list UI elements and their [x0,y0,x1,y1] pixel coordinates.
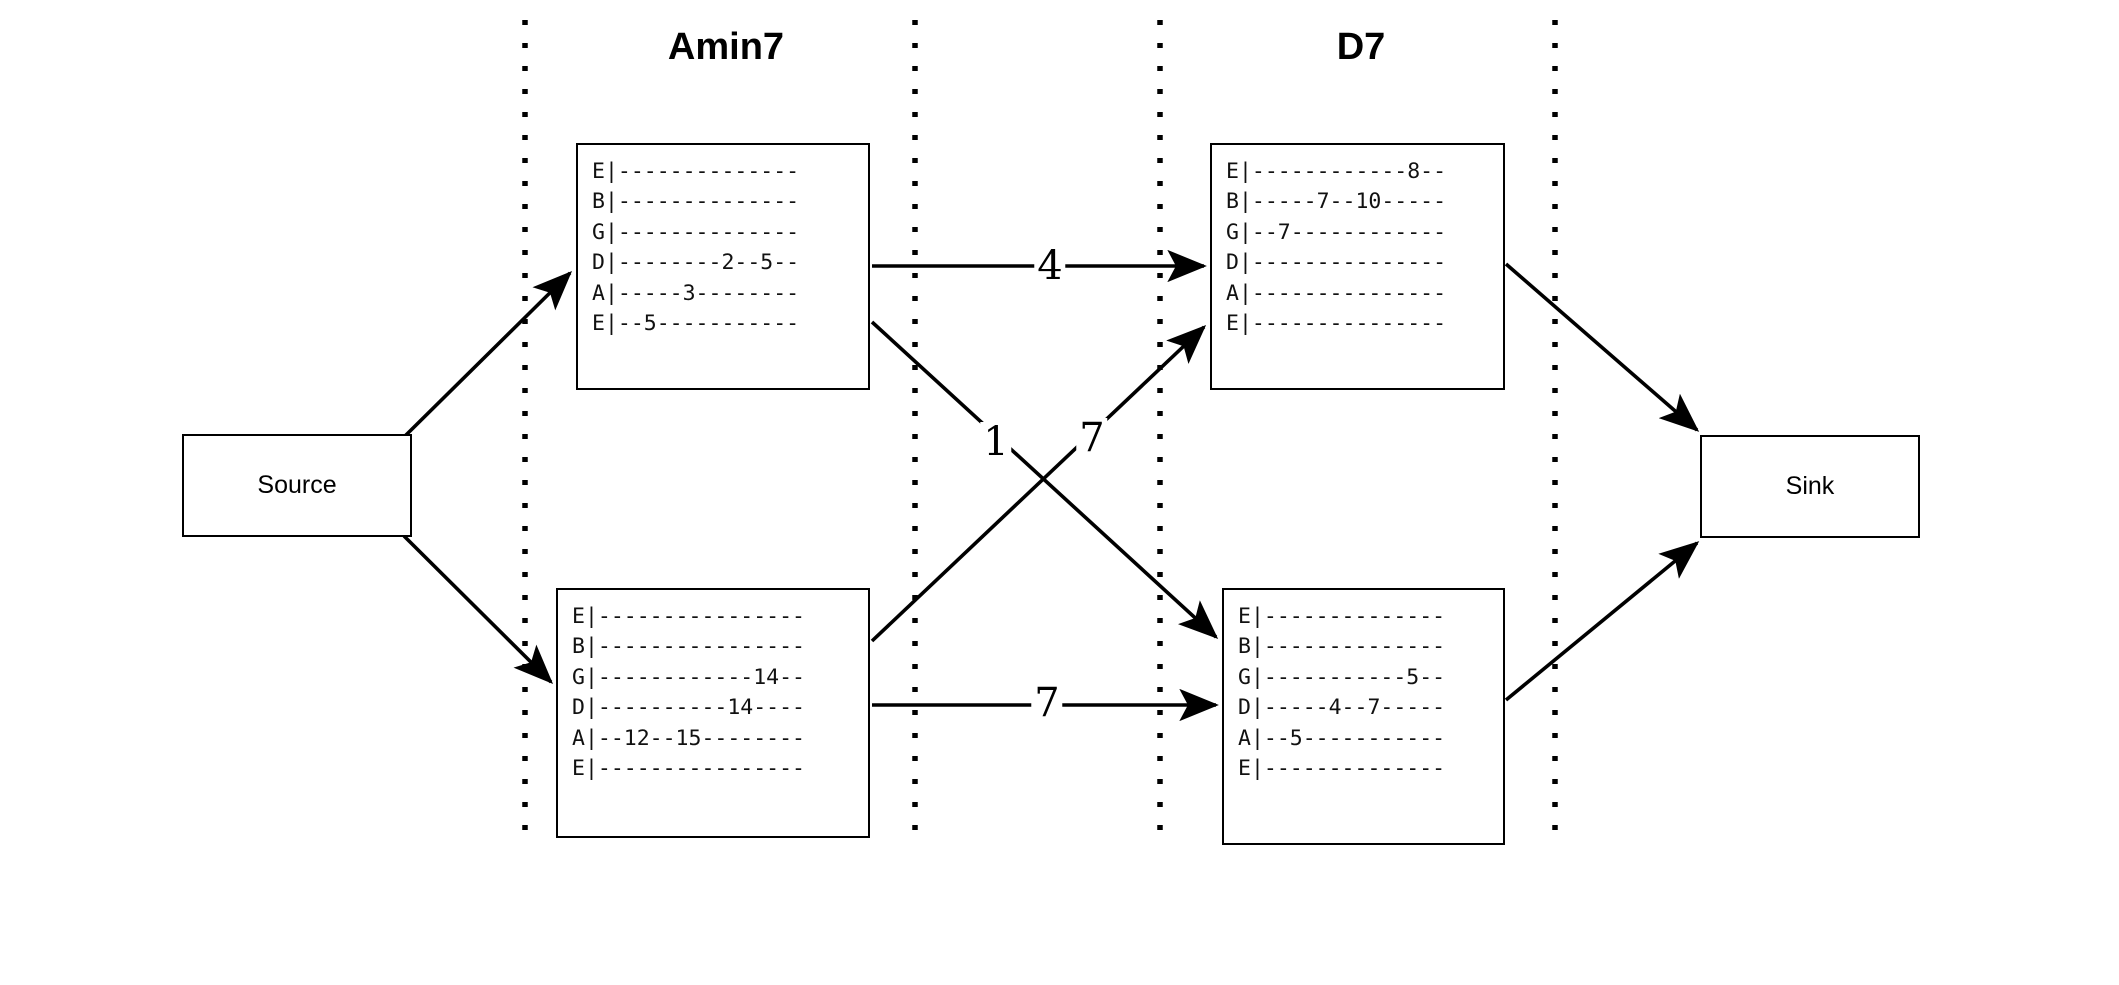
tab-line: D|--------2--5-- [592,250,800,276]
edge-source-to-amin7-2 [402,534,554,685]
edge-source-to-amin7-1 [402,270,573,439]
sink-node[interactable]: Sink [1700,435,1920,538]
edge-d7-2-to-sink [1504,541,1700,702]
edge-weight-amin7-2-d7-1: 7 [1076,418,1108,458]
tab-line: G|-------------- [592,219,800,245]
edge-weight-amin7-1-d7-1: 4 [1034,246,1066,286]
tab-line: G|------------14-- [572,664,805,690]
amin7-voicing-2-node[interactable]: E|---------------- B|---------------- G|… [556,588,870,838]
tab-line: D|-----4--7----- [1238,695,1446,721]
tab-line: E|-------------- [1238,604,1446,629]
amin7-voicing-1-node[interactable]: E|-------------- B|-------------- G|----… [576,143,870,390]
d7-voicing-2-node[interactable]: E|-------------- B|-------------- G|----… [1222,588,1505,845]
tab-line: E|---------------- [572,756,805,782]
tab-line: E|---------------- [572,604,805,629]
edge-weight-amin7-2-d7-2: 7 [1031,683,1063,723]
tab-line: B|-------------- [1238,634,1446,660]
group-title-amin7: Amin7 [667,26,785,68]
sink-node-label: Sink [1785,472,1835,500]
tab-line: G|-----------5-- [1238,664,1446,690]
tab-line: A|--------------- [1226,280,1447,306]
tab-line: B|-----7--10----- [1226,189,1447,215]
tab-line: G|--7------------ [1226,219,1447,245]
d7-voicing-1-node[interactable]: E|------------8-- B|-----7--10----- G|--… [1210,143,1505,390]
tab-line: E|-------------- [592,159,800,184]
tab-line: E|------------8-- [1226,159,1447,184]
group-title-d7: D7 [1336,26,1386,68]
tab-line: E|--5----------- [592,311,800,337]
tab-line: E|--------------- [1226,311,1447,337]
source-node[interactable]: Source [182,434,412,537]
tab-line: D|----------14---- [572,695,805,721]
edge-weight-amin7-1-d7-2: 1 [980,422,1012,462]
tab-line: A|-----3-------- [592,280,800,306]
tab-line: B|-------------- [592,189,800,215]
edge-d7-1-to-sink [1504,262,1700,432]
edge-amin7-2-to-d7-1 [870,325,1207,643]
tab-line: D|--------------- [1226,250,1447,276]
tab-line: A|--12--15-------- [572,725,805,751]
tab-line: E|-------------- [1238,756,1446,782]
source-node-label: Source [257,471,337,499]
tab-line: B|---------------- [572,634,805,660]
tab-line: A|--5----------- [1238,725,1446,751]
